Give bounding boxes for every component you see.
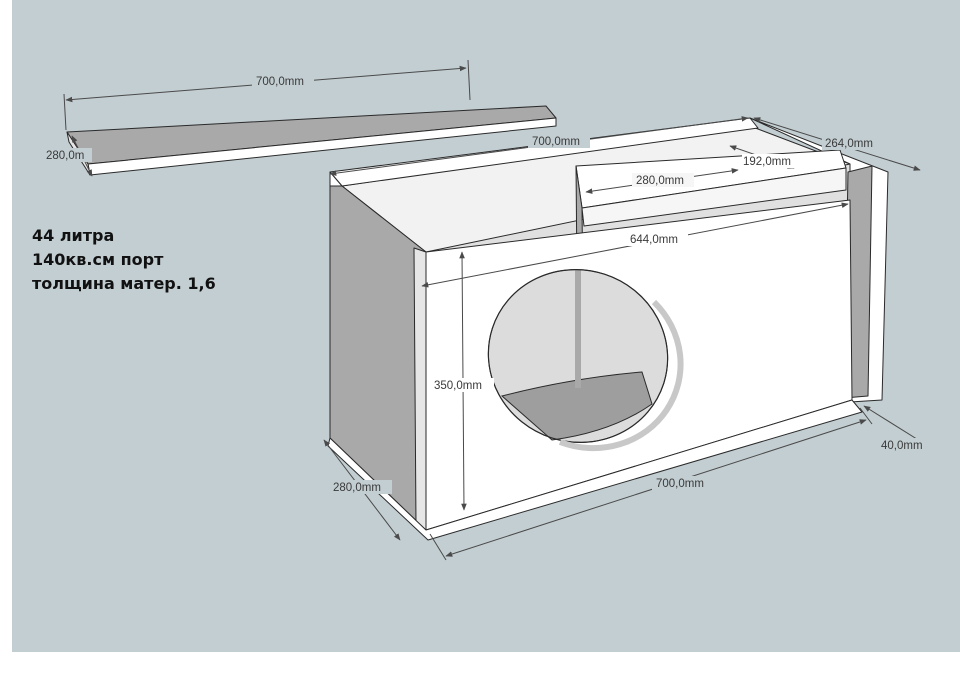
- front-baffle-edge: [413, 247, 427, 531]
- dim-right-depth: 264,0mm: [825, 138, 873, 150]
- dim-inner-length: 644,0mm: [630, 234, 678, 246]
- box-body: [327, 117, 889, 541]
- dim-port-offset: 192,0mm: [743, 156, 791, 168]
- dim-port-divider-length: 280,0mm: [636, 175, 684, 187]
- sketch-viewport: 700,0mm 280,0m 700,0mm 264,0mm 192,0mm 2…: [12, 0, 960, 652]
- dim-base-depth: 280,0mm: [333, 482, 381, 494]
- dim-height: 350,0mm: [434, 380, 482, 392]
- note-material-thickness: толщина матер. 1,6: [32, 274, 216, 293]
- dim-lid-length: 700,0mm: [256, 76, 304, 88]
- dim-lid-depth: 280,0m: [46, 150, 84, 162]
- dim-port-width: 40,0mm: [881, 440, 923, 452]
- dim-box-top-length: 700,0mm: [532, 136, 580, 148]
- subwoofer-box-drawing: 700,0mm 280,0m 700,0mm 264,0mm 192,0mm 2…: [46, 59, 936, 561]
- dimensions: 700,0mm 280,0m 700,0mm 264,0mm 192,0mm 2…: [46, 59, 936, 561]
- dim-base-length: 700,0mm: [656, 478, 704, 490]
- note-port-area: 140кв.см порт: [32, 250, 164, 269]
- design-notes: 44 литра 140кв.см порт толщина матер. 1,…: [32, 224, 216, 296]
- note-volume: 44 литра: [32, 226, 115, 245]
